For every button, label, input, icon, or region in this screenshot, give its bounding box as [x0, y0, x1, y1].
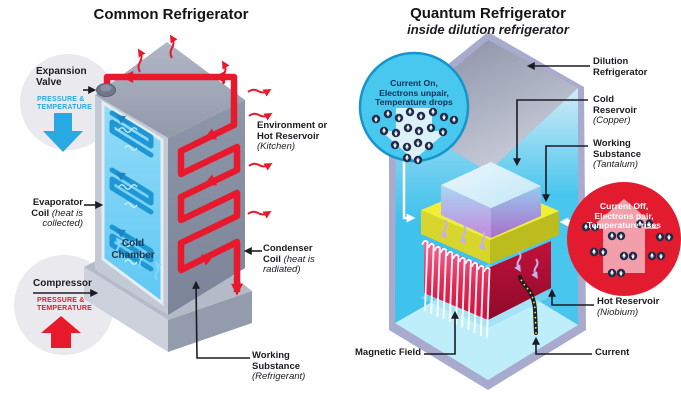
bubble-on-pointer	[402, 152, 416, 223]
pipe-flow-arrows	[121, 71, 243, 296]
working-left-name: Working Substance	[252, 350, 301, 372]
left-connectors	[33, 86, 262, 359]
magnetic-field-label: Magnetic Field	[355, 347, 421, 358]
current-label: Current	[595, 347, 630, 358]
environment-label: Environment or Hot Reservoir (Kitchen)	[257, 120, 339, 153]
evaporator-note: (heat is collected)	[42, 207, 83, 229]
condenser-name: Condenser Coil	[263, 243, 313, 265]
evaporator-name: Evaporator Coil	[31, 197, 83, 219]
quantum-subtitle: inside dilution refrigerator	[407, 22, 569, 37]
condenser-coil-label: Condenser Coil (heat is radiated)	[263, 243, 321, 276]
pressure-temperature-cold-label: PRESSURE & TEMPERATURE	[37, 96, 92, 111]
dilution-refrigerator-label: Dilution Refrigerator	[593, 56, 648, 78]
expansion-valve	[96, 83, 116, 97]
pressure-temperature-hot-label: PRESSURE & TEMPERATURE	[37, 297, 92, 312]
cold-reservoir-name: Cold Reservoir	[593, 94, 637, 116]
evaporator-coil-label: Evaporator Coil (heat is collected)	[20, 197, 83, 230]
environment-name: Environment or Hot Reservoir	[257, 120, 328, 142]
working-substance-left-label: Working Substance (Refrigerant)	[252, 350, 322, 383]
magnetic-coil-lines	[421, 239, 491, 338]
hot-reservoir-note: (Niobium)	[597, 306, 639, 318]
cold-air-squiggles	[115, 237, 162, 281]
quantum-refrigerator-title: Quantum Refrigerator	[410, 5, 566, 22]
common-refrigerator-diagram	[14, 34, 273, 359]
working-substance-right-label: Working Substance(Tantalum)	[593, 138, 642, 171]
current-wire	[518, 275, 538, 335]
hot-reservoir-name: Hot Reservoir	[597, 296, 660, 307]
working-right-note: (Tantalum)	[593, 159, 639, 170]
environment-note: (Kitchen)	[257, 141, 296, 152]
working-right-name: Working Substance	[593, 138, 642, 160]
temperature-down-arrow-icon	[43, 113, 83, 152]
cold-chamber-label: Cold Chamber	[111, 238, 155, 261]
expansion-circle-bg	[20, 54, 116, 150]
phonon-squiggles	[440, 219, 539, 280]
cold-reservoir-note: (Copper)	[593, 115, 631, 126]
evaporator-flow-arrows	[115, 115, 131, 239]
right-connectors	[424, 62, 594, 355]
current-off-bubble	[567, 182, 681, 296]
current-off-bubble-text: Current Off, Electrons pair, Temperature…	[587, 201, 661, 231]
temperature-up-arrow-icon	[41, 316, 81, 348]
cold-reservoir-label: Cold Reservoir(Copper)	[593, 94, 637, 127]
cold-reservoir-cube	[441, 162, 541, 238]
condenser-note: (heat is radiated)	[263, 253, 315, 275]
current-on-bubble	[358, 51, 470, 164]
quantum-refrigerator-diagram	[358, 32, 681, 390]
common-refrigerator-title: Common Refrigerator	[93, 6, 249, 23]
hot-reservoir-label: Hot Reservoir(Niobium)	[597, 296, 671, 318]
compressor-label: Compressor	[33, 278, 92, 289]
heat-squiggles	[137, 34, 273, 219]
current-on-bubble-text: Current On, Electrons unpair, Temperatur…	[375, 78, 453, 108]
working-left-note: (Refrigerant)	[252, 371, 306, 382]
expansion-valve-label: Expansion Valve	[36, 66, 87, 88]
